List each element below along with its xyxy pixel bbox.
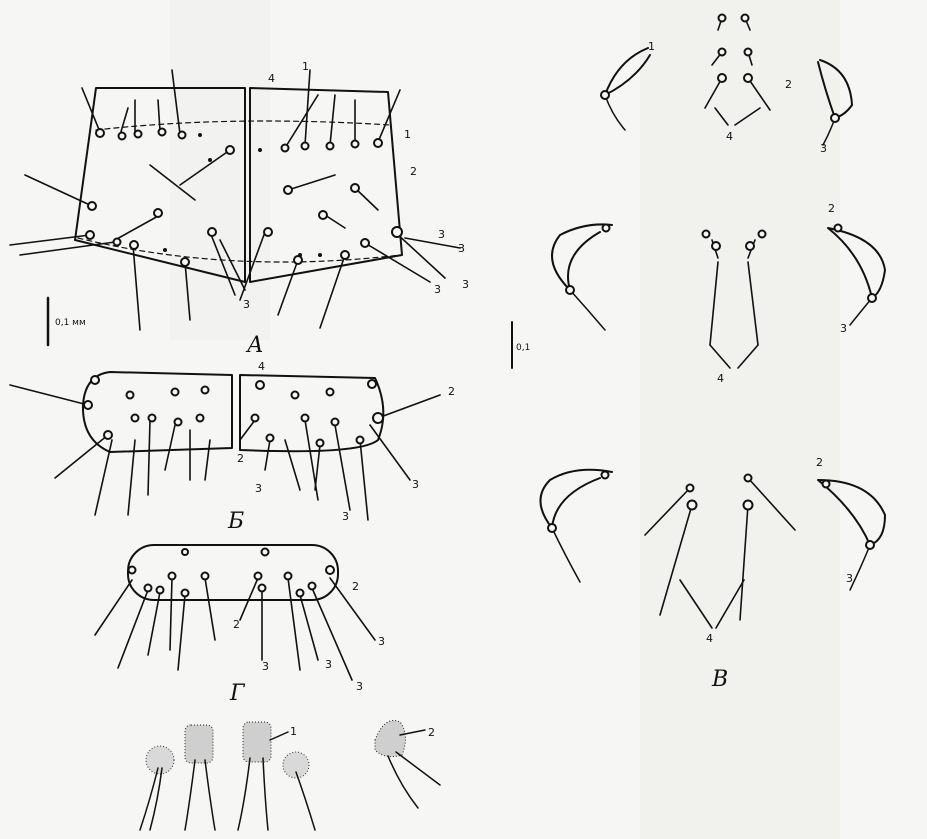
panel-label-b: Б: [227, 509, 244, 534]
seta-label-2-a: 2: [410, 165, 417, 178]
panel-label-a: А: [245, 333, 264, 358]
seta-label-2-b: 2: [448, 385, 455, 398]
seta-label-3-b3: 3: [342, 510, 349, 523]
seta-label-3-b: 3: [412, 478, 419, 491]
seta-label-2-g: 2: [352, 580, 359, 593]
seta-label-3-a2: 3: [458, 242, 465, 255]
seta-label-4-v3: 4: [706, 632, 713, 645]
seta-label-3-a3: 3: [462, 278, 469, 291]
seta-label-1-v: 1: [648, 40, 655, 53]
seta-label-3-v2: 3: [840, 322, 847, 335]
panel-g-drawing: [95, 545, 375, 680]
seta-label-3-v: 3: [820, 142, 827, 155]
seta-label-4-a: 4: [268, 72, 275, 85]
seta-label-2-g2: 2: [233, 618, 240, 631]
seta-label-2-v2: 2: [828, 202, 835, 215]
panel-label-v: В: [711, 667, 728, 692]
scale-bar-panel-v: 0,1: [512, 322, 530, 368]
seta-label-3-g2: 3: [262, 660, 269, 673]
background-showthrough: [170, 0, 840, 839]
seta-label-1-a2: 1: [404, 128, 411, 141]
seta-label-4-b: 4: [258, 360, 265, 373]
seta-label-3-a: 3: [438, 228, 445, 241]
seta-label-1-detail: 1: [290, 725, 297, 738]
seta-label-4-v2: 4: [717, 372, 724, 385]
seta-label-3-a5: 3: [243, 298, 250, 311]
scale-bar-panel-v-label: 0,1: [516, 343, 530, 353]
scale-bar-main: 0,1 мм: [48, 298, 86, 345]
seta-label-3-g4: 3: [356, 680, 363, 693]
seta-label-3-v3: 3: [846, 572, 853, 585]
panel-b-drawing: [10, 372, 440, 520]
seta-label-2-v3: 2: [816, 456, 823, 469]
seta-label-3-g3: 3: [325, 658, 332, 671]
seta-label-2-b2: 2: [237, 452, 244, 465]
seta-label-3-a4: 3: [434, 283, 441, 296]
panel-label-g: Г: [229, 681, 246, 706]
seta-label-2-detail: 2: [428, 726, 435, 739]
seta-label-3-b2: 3: [255, 482, 262, 495]
seta-label-4-v: 4: [726, 130, 733, 143]
scale-bar-main-label: 0,1 мм: [55, 318, 86, 328]
panel-g-seta-labels: 2 2 3 3 3 3: [233, 580, 385, 693]
seta-label-3-g: 3: [378, 635, 385, 648]
seta-label-2-v: 2: [785, 78, 792, 91]
seta-label-1-a: 1: [302, 60, 309, 73]
